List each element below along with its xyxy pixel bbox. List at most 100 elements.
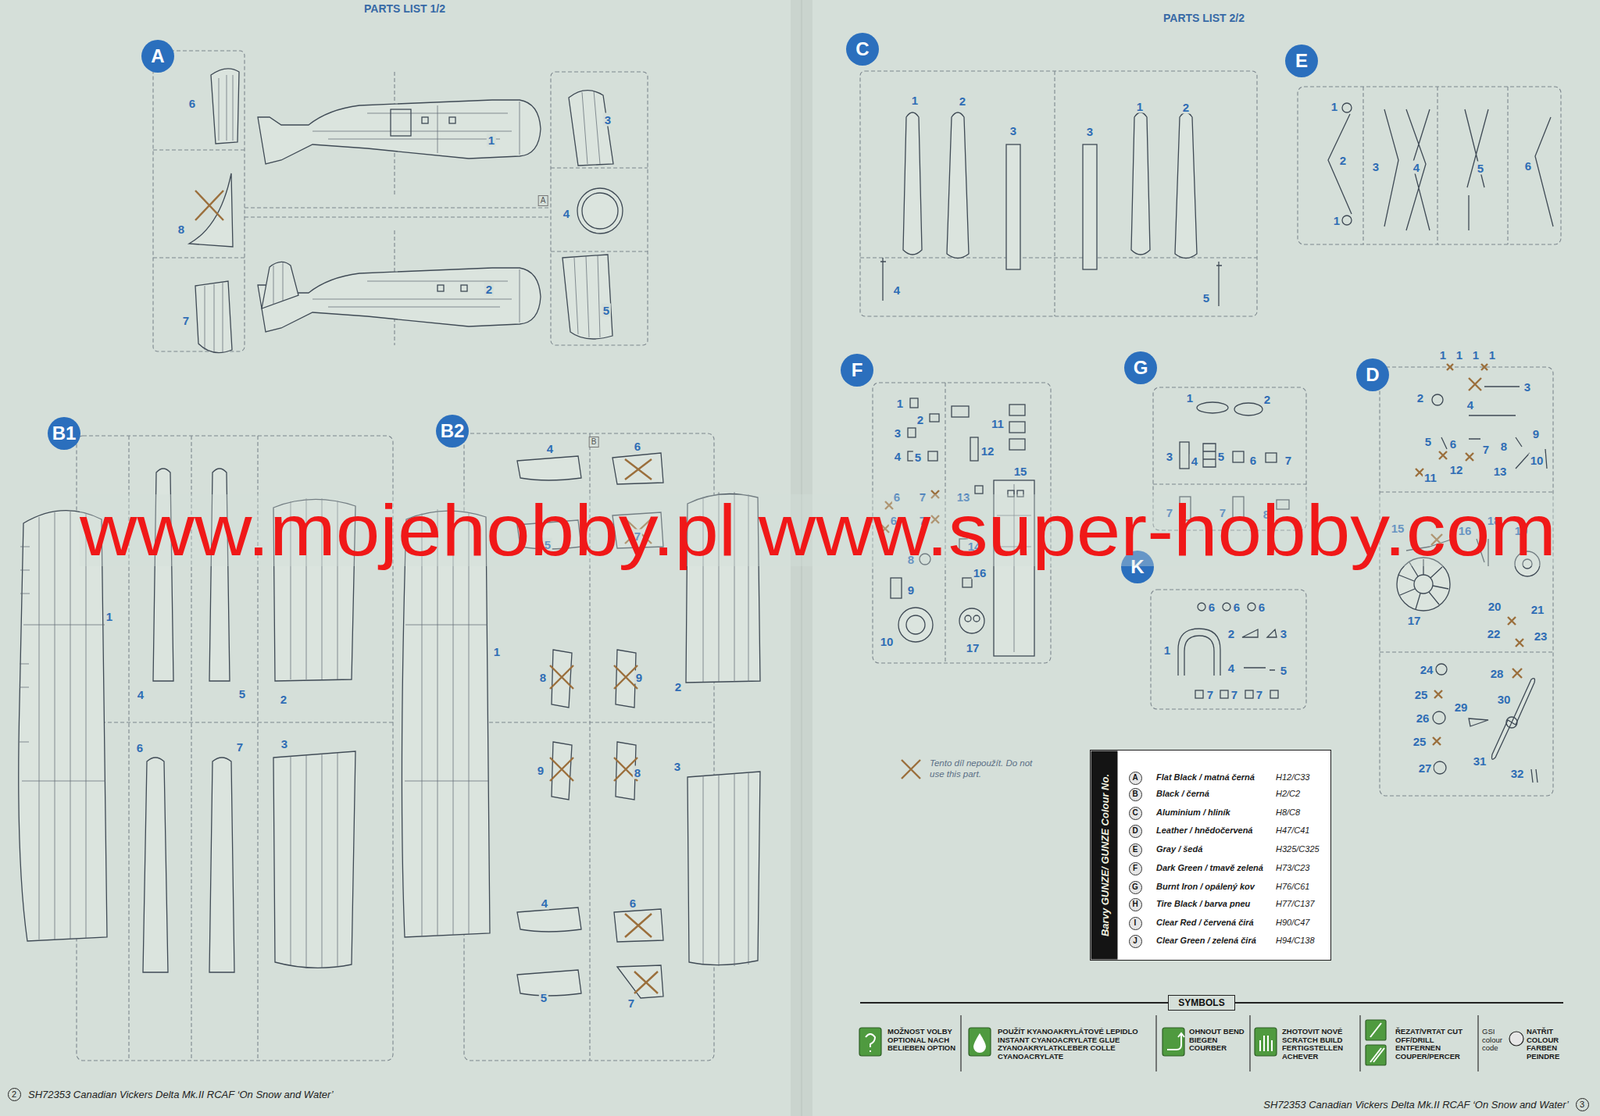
symbols-bar-part bbox=[1370, 1023, 1382, 1038]
sprue-a-part-part bbox=[437, 285, 444, 292]
page-heading: PARTS LIST 1/2 bbox=[364, 3, 446, 15]
callout-number: 1 bbox=[1329, 100, 1340, 114]
sprue-letter: E bbox=[1285, 44, 1318, 78]
colour-letter: I bbox=[1128, 917, 1143, 931]
sprue-letter: G bbox=[1124, 351, 1158, 385]
colour-name: Black / černá bbox=[1156, 789, 1210, 799]
callout-number: 1 bbox=[1332, 214, 1342, 228]
sprue-g-part bbox=[1179, 442, 1190, 469]
callout-number: 5 bbox=[913, 450, 923, 465]
callout-number: 1 bbox=[486, 133, 497, 147]
sprue-a-part bbox=[390, 109, 411, 136]
colour-letter-text: A bbox=[1132, 774, 1138, 783]
sprue-f-part bbox=[928, 451, 938, 461]
sprue-letter-text: G bbox=[1133, 358, 1149, 378]
callout-number: 5 bbox=[539, 991, 549, 1005]
symbols-bar-part bbox=[1370, 1048, 1385, 1063]
callout-number: 4 bbox=[1226, 661, 1236, 675]
callout-number: 5 bbox=[1423, 435, 1433, 449]
colour-letter-text: F bbox=[1132, 864, 1138, 873]
callout-number: 1 bbox=[1185, 391, 1195, 405]
callout-number: 24 bbox=[1418, 663, 1436, 677]
callout-number: 1 bbox=[1471, 348, 1481, 362]
callout-number: 6 bbox=[1257, 600, 1267, 615]
callout-number: 7 bbox=[1205, 688, 1215, 702]
callout-number: 2 bbox=[1338, 153, 1348, 168]
sprue-f-part bbox=[951, 406, 969, 418]
page-number-text: 2 bbox=[11, 1090, 17, 1100]
colour-letter: C bbox=[1128, 807, 1143, 821]
symbol-text: OHNOUT BEND BIEGEN COURBER bbox=[1189, 1028, 1246, 1054]
sprue-k-part bbox=[1270, 690, 1279, 699]
sprue-k-part bbox=[1195, 690, 1204, 699]
sprue-a-part-part bbox=[312, 269, 520, 323]
sprue-b2-part bbox=[550, 665, 574, 690]
sprue-f-part bbox=[964, 615, 972, 622]
colour-letter-text: J bbox=[1132, 937, 1138, 946]
callout-number: 7 bbox=[1229, 688, 1240, 702]
callout-number: 5 bbox=[1216, 450, 1226, 464]
callout-number: 15 bbox=[1012, 464, 1029, 479]
callout-number: 6 bbox=[632, 439, 643, 454]
sprue-a bbox=[153, 50, 648, 354]
callout-number: 4 bbox=[892, 283, 902, 297]
sprue-k-part bbox=[1178, 628, 1221, 676]
colour-letter: E bbox=[1128, 843, 1143, 858]
sprue-f-part bbox=[962, 578, 972, 588]
sprue-a-part-part bbox=[460, 285, 468, 292]
callout-number: 8 bbox=[538, 671, 548, 685]
sprue-f-part bbox=[906, 615, 925, 635]
callout-number: 17 bbox=[1406, 614, 1423, 628]
callout-number: 2 bbox=[915, 413, 925, 427]
colour-letter-text: I bbox=[1134, 919, 1137, 928]
callout-number: 2 bbox=[1262, 392, 1272, 407]
sprue-letter-text: B2 bbox=[440, 421, 465, 441]
callout-number: 2 bbox=[673, 680, 683, 694]
colour-name: Flat Black / matná černá bbox=[1156, 773, 1255, 783]
sprue-a-part bbox=[273, 262, 283, 305]
callout-number: 3 bbox=[1008, 124, 1018, 138]
colour-code: H73/C23 bbox=[1275, 864, 1310, 873]
sprue-letter-text: C bbox=[855, 39, 869, 59]
callout-number: 6 bbox=[628, 896, 638, 911]
sprue-a-part bbox=[550, 167, 648, 252]
sprue-letter: B1 bbox=[47, 417, 81, 450]
sprue-d-part bbox=[1492, 720, 1513, 760]
colour-name: Burnt Iron / opálený kov bbox=[1156, 882, 1255, 892]
colour-letter: H bbox=[1128, 898, 1143, 912]
legend-mark bbox=[901, 760, 921, 779]
sprue-c-part bbox=[1216, 261, 1222, 307]
sprue-b1-part bbox=[273, 751, 356, 968]
callout-number: 3 bbox=[892, 426, 903, 440]
callout-number: 6 bbox=[135, 741, 145, 755]
sprue-b2-part bbox=[550, 757, 574, 782]
colour-letter-text: B bbox=[1132, 790, 1138, 799]
sprue-e-part bbox=[1328, 114, 1352, 215]
callout-number: 7 bbox=[181, 314, 191, 328]
colour-table-title: Barvy GUNZE/ GUNZE Colour No. bbox=[1090, 750, 1118, 960]
sprue-a-part bbox=[195, 190, 224, 221]
colour-code: H12/C33 bbox=[1275, 773, 1310, 783]
sprue-b2-part bbox=[615, 650, 636, 708]
callout-number: 7 bbox=[626, 996, 636, 1011]
watermark: www.mojehobby.pl www.super-hobby.com bbox=[79, 494, 1557, 567]
sprue-b2-part bbox=[703, 772, 749, 967]
callout-number: 31 bbox=[1471, 754, 1489, 768]
sprue-k-part bbox=[1245, 690, 1254, 699]
callout-number: 8 bbox=[176, 222, 186, 236]
sprue-f-part bbox=[910, 398, 918, 408]
page-number: 2 bbox=[7, 1088, 22, 1102]
colour-letter: F bbox=[1128, 862, 1143, 876]
callout-number: 16 bbox=[971, 566, 989, 580]
callout-number: 1 bbox=[1487, 348, 1497, 362]
callout-number: 32 bbox=[1509, 767, 1526, 781]
symbols-bar-part bbox=[973, 1033, 986, 1054]
callout-number: 7 bbox=[235, 740, 245, 754]
sprue-f-part bbox=[898, 607, 933, 643]
callout-number: 3 bbox=[672, 760, 683, 774]
symbol-text: NATŘIT COLOUR FARBEN PEINDRE bbox=[1526, 1028, 1579, 1062]
symbol-text: GSI colour code bbox=[1482, 1028, 1508, 1054]
callout-number: 1 bbox=[1162, 643, 1172, 658]
callout-number: 1 bbox=[910, 93, 920, 108]
symbols-bar-part bbox=[865, 1034, 875, 1053]
